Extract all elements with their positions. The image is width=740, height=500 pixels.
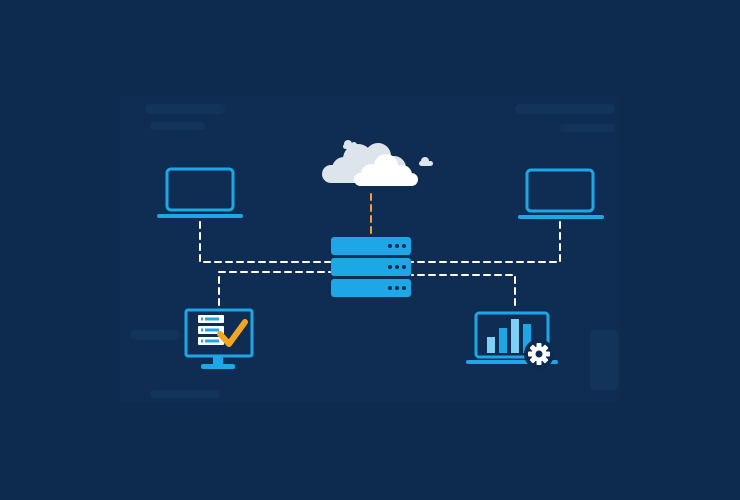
connection-lines: [199, 193, 561, 306]
laptop-icon-right: [518, 168, 604, 219]
cloud-icon: [322, 140, 433, 186]
bar-chart-icon: [487, 319, 531, 353]
connector-laptop-analytics: [411, 274, 516, 306]
connector-laptop-right: [411, 221, 561, 263]
checklist-monitor-icon: [184, 308, 254, 369]
bar-chart-laptop-icon: [466, 311, 558, 369]
gear-icon: [524, 339, 554, 369]
connector-laptop-left: [199, 221, 331, 263]
server-stack-icon: [331, 237, 411, 297]
laptop-icon-left: [157, 167, 243, 218]
checkmark-icon: [217, 319, 248, 347]
connector-monitor-checklist: [218, 271, 331, 306]
